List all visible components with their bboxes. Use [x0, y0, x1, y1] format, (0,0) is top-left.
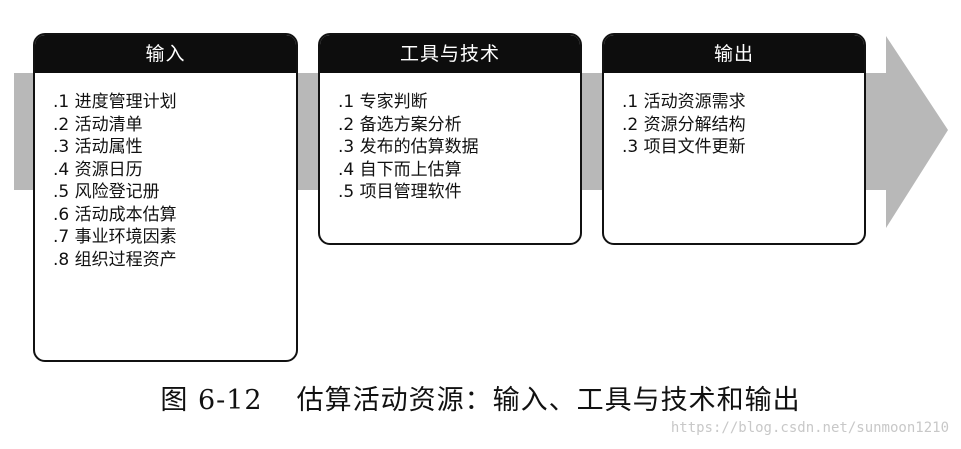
- figure-title: 估算活动资源：输入、工具与技术和输出: [296, 385, 801, 416]
- tools-list: .1 专家判断 .2 备选方案分析 .3 发布的估算数据 .4 自下而上估算 .…: [320, 73, 580, 204]
- list-item: .3 发布的估算数据: [338, 137, 479, 157]
- list-item: .7 事业环境因素: [53, 227, 177, 247]
- list-item: .1 专家判断: [338, 92, 428, 112]
- figure-number: 图 6-12: [160, 385, 263, 416]
- list-item: .4 自下而上估算: [338, 159, 462, 180]
- tools-header: 工具与技术: [320, 35, 580, 73]
- list-item: .8 组织过程资产: [53, 249, 177, 270]
- inputs-header: 输入: [35, 35, 296, 73]
- list-item: .2 资源分解结构: [622, 114, 746, 135]
- figure-caption: 图 6-12 估算活动资源：输入、工具与技术和输出: [0, 381, 961, 421]
- tools-box: 工具与技术 .1 专家判断 .2 备选方案分析 .3 发布的估算数据 .4 自下…: [318, 33, 582, 245]
- list-item: .1 活动资源需求: [622, 92, 746, 112]
- inputs-list: .1 进度管理计划 .2 活动清单 .3 活动属性 .4 资源日历 .5 风险登…: [35, 73, 296, 271]
- outputs-list: .1 活动资源需求 .2 资源分解结构 .3 项目文件更新: [604, 73, 864, 159]
- list-item: .5 风险登记册: [53, 182, 160, 202]
- list-item: .1 进度管理计划: [53, 92, 177, 112]
- list-item: .2 活动清单: [53, 114, 143, 135]
- list-item: .4 资源日历: [53, 159, 143, 180]
- list-item: .3 项目文件更新: [622, 137, 746, 157]
- inputs-box: 输入 .1 进度管理计划 .2 活动清单 .3 活动属性 .4 资源日历 .5 …: [33, 33, 298, 362]
- outputs-header: 输出: [604, 35, 864, 73]
- watermark-url: https://blog.csdn.net/sunmoon1210: [670, 420, 949, 436]
- list-item: .2 备选方案分析: [338, 114, 462, 135]
- list-item: .3 活动属性: [53, 137, 143, 157]
- outputs-box: 输出 .1 活动资源需求 .2 资源分解结构 .3 项目文件更新: [602, 33, 866, 245]
- list-item: .6 活动成本估算: [53, 204, 177, 225]
- list-item: .5 项目管理软件: [338, 182, 462, 202]
